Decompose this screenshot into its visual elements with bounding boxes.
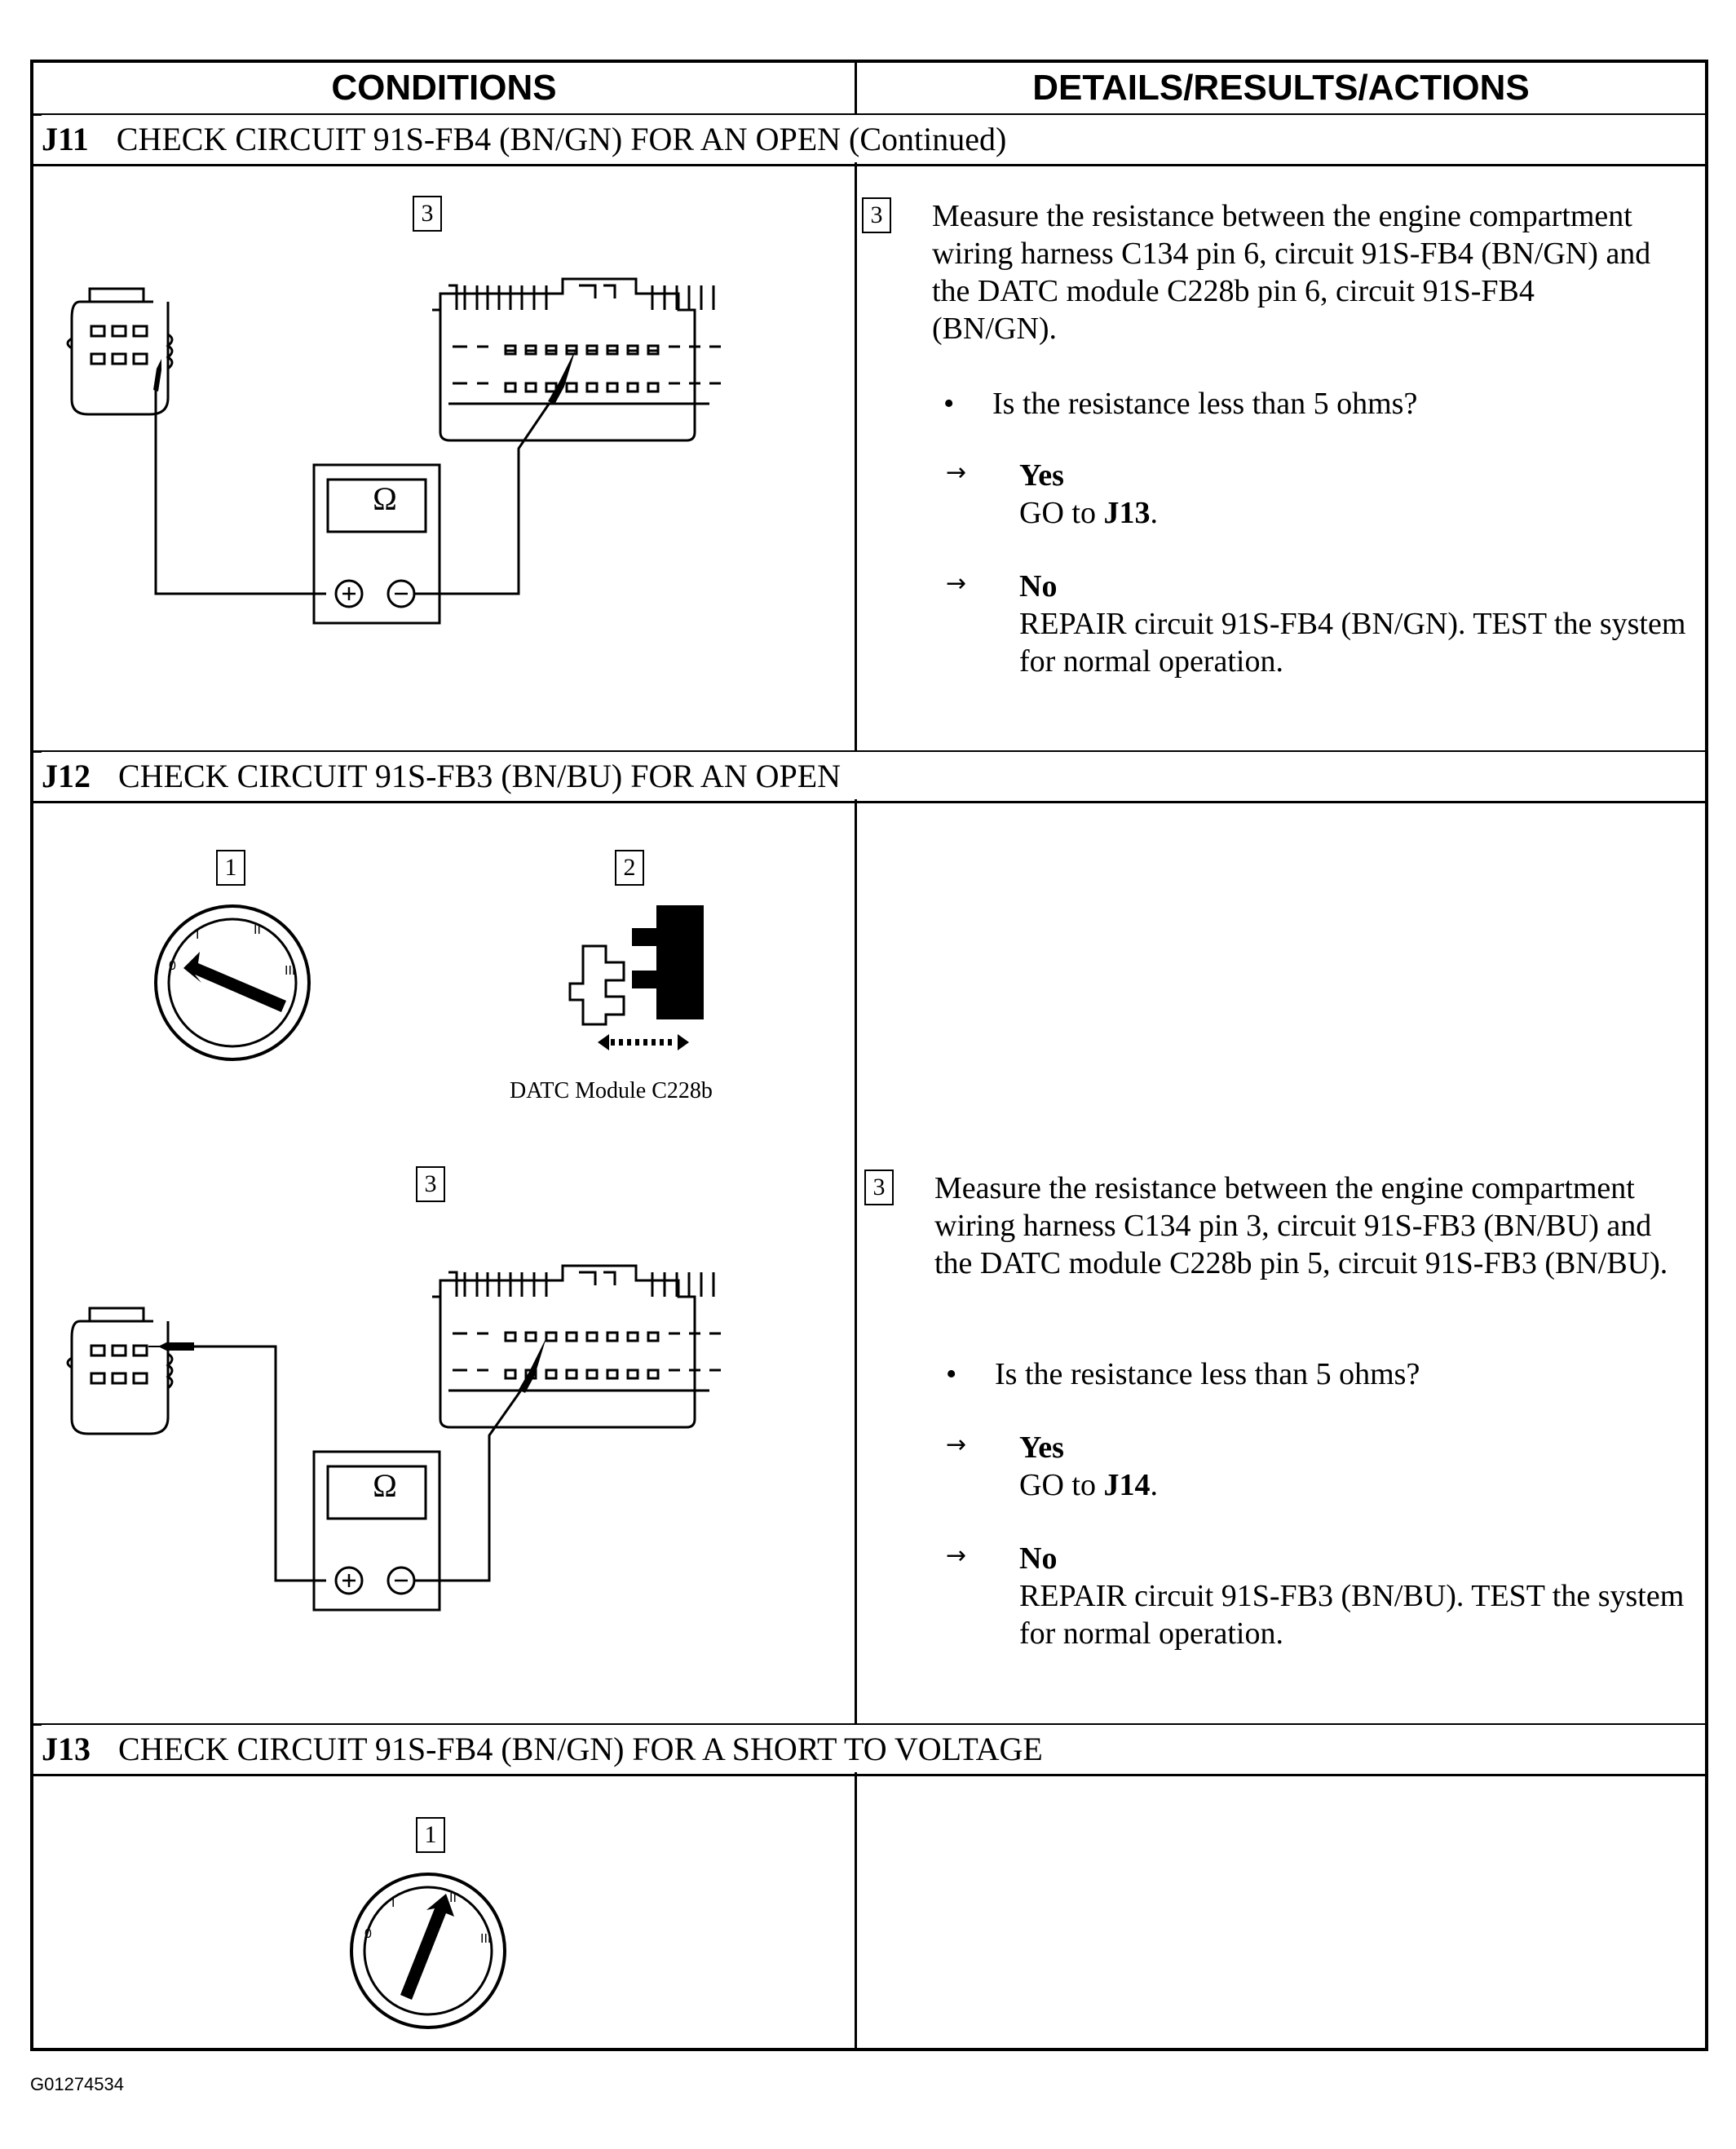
step-j11-title: J11 CHECK CIRCUIT 91S-FB4 (BN/GN) FOR AN … <box>42 115 1705 162</box>
ohm-symbol: Ω <box>373 1467 397 1504</box>
figure-caption: DATC Module C228b <box>510 1078 713 1103</box>
conditions-header: CONDITIONS <box>331 68 557 108</box>
divider <box>33 1723 1705 1726</box>
details-step-number: 3 <box>864 1170 894 1205</box>
no-label: No <box>1019 569 1058 604</box>
yes-suffix: . <box>1150 496 1158 530</box>
ignition-pos-0: 0 <box>169 959 176 973</box>
ignition-pos-3: III <box>285 964 295 978</box>
test-lead-wire <box>154 390 326 595</box>
arrow-icon: → <box>946 569 967 598</box>
figure-id: G01274534 <box>30 2074 124 2094</box>
instruction-text: Measure the resistance between the engin… <box>932 199 1651 346</box>
probe-tip-icon <box>148 1342 194 1351</box>
figure-step-number: 2 <box>615 850 644 886</box>
test-lead-wire <box>406 402 551 595</box>
yes-prefix: GO to <box>1019 496 1104 530</box>
yes-prefix: GO to <box>1019 1468 1104 1502</box>
no-response: No REPAIR circuit 91S-FB3 (BN/BU). TEST … <box>1019 1540 1696 1652</box>
ignition-pos-1: I <box>391 1896 395 1910</box>
ignition-pos-2: II <box>254 923 261 937</box>
no-label: No <box>1019 1541 1058 1576</box>
no-response: No REPAIR circuit 91S-FB4 (BN/GN). TEST … <box>1019 568 1696 680</box>
meter-diagram-j12 <box>66 1264 721 1612</box>
divider <box>33 1774 1705 1776</box>
step-code: J11 <box>42 120 89 157</box>
divider <box>33 113 1705 116</box>
yes-target-link[interactable]: J14 <box>1103 1468 1151 1502</box>
ignition-pos-1: I <box>196 928 199 942</box>
figure-step-number: 3 <box>413 196 442 232</box>
step-title: CHECK CIRCUIT 91S-FB3 (BN/BU) FOR AN OPE… <box>118 757 841 794</box>
yes-label: Yes <box>1019 458 1064 493</box>
divider <box>33 801 1705 803</box>
ohmmeter-icon <box>312 463 441 625</box>
details-step-number: 3 <box>862 197 891 233</box>
probe-tip-icon <box>519 1338 546 1393</box>
yes-suffix: . <box>1150 1468 1158 1502</box>
harness-connector-c134-icon <box>66 1307 174 1435</box>
question-text: Is the resistance less than 5 ohms? <box>992 387 1418 421</box>
yes-action: GO to J14. <box>1019 1466 1158 1504</box>
ignition-pos-0: 0 <box>364 1927 372 1941</box>
figure-step-number: 1 <box>416 1817 445 1853</box>
question-text: Is the resistance less than 5 ohms? <box>995 1357 1420 1391</box>
ignition-switch-run-icon: 0 I II III <box>350 1873 506 2029</box>
column-divider <box>855 63 857 2048</box>
figure-step-number: 3 <box>416 1166 445 1202</box>
instruction-text: Measure the resistance between the engin… <box>934 1171 1668 1280</box>
test-lead-wire <box>194 1345 326 1582</box>
no-action: REPAIR circuit 91S-FB4 (BN/GN). TEST the… <box>1019 607 1686 679</box>
bullet-icon: • <box>946 1357 957 1391</box>
ohmmeter-icon <box>312 1450 441 1612</box>
step-title: CHECK CIRCUIT 91S-FB4 (BN/GN) FOR A SHOR… <box>118 1730 1043 1767</box>
probe-tip-icon <box>548 349 576 405</box>
step-code: J12 <box>42 757 91 794</box>
yes-label: Yes <box>1019 1430 1064 1465</box>
ignition-switch-off-icon: 0 I II III <box>154 904 311 1061</box>
test-lead-wire <box>406 1391 522 1582</box>
divider <box>33 750 1705 753</box>
probe-tip-icon <box>153 359 161 391</box>
datc-connector-c228b-icon <box>432 277 721 442</box>
step-title: CHECK CIRCUIT 91S-FB4 (BN/GN) FOR AN OPE… <box>116 120 1007 157</box>
arrow-icon: → <box>946 1430 967 1459</box>
step-j13-title: J13 CHECK CIRCUIT 91S-FB4 (BN/GN) FOR A S… <box>42 1725 1705 1772</box>
figure-step-number: 1 <box>216 850 245 886</box>
ignition-pos-3: III <box>480 1932 491 1946</box>
meter-diagram-j11 <box>66 277 721 625</box>
ignition-pos-2: II <box>449 1891 457 1905</box>
divider <box>33 164 1705 166</box>
step-j12-title: J12 CHECK CIRCUIT 91S-FB3 (BN/BU) FOR AN … <box>42 752 1705 799</box>
arrow-icon: → <box>946 458 967 487</box>
harness-connector-c134-icon <box>66 287 174 416</box>
yes-target-link[interactable]: J13 <box>1103 496 1151 530</box>
yes-response: Yes GO to J13. <box>1019 457 1158 532</box>
details-header: DETAILS/RESULTS/ACTIONS <box>1032 68 1530 108</box>
yes-action: GO to J13. <box>1019 494 1158 532</box>
ohm-symbol: Ω <box>373 480 397 517</box>
yes-response: Yes GO to J14. <box>1019 1429 1158 1504</box>
disconnect-connector-icon <box>568 905 704 1050</box>
arrow-icon: → <box>946 1541 967 1570</box>
datc-connector-c228b-icon <box>432 1264 721 1429</box>
no-action: REPAIR circuit 91S-FB3 (BN/BU). TEST the… <box>1019 1579 1685 1651</box>
step-code: J13 <box>42 1730 91 1767</box>
bullet-icon: • <box>943 387 955 421</box>
